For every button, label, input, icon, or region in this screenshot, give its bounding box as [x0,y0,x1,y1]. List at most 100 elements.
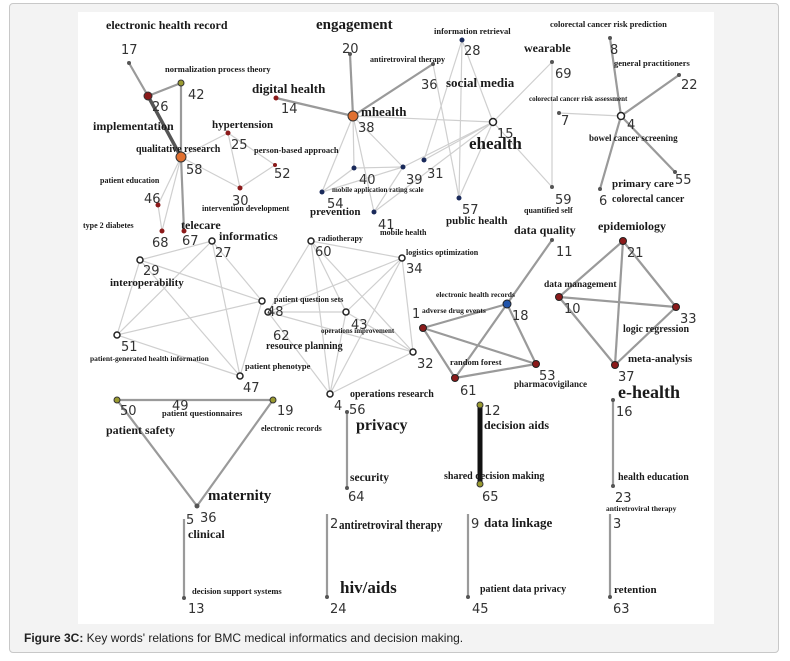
label-qualitative-research: qualitative research [136,144,221,155]
num-40: 40 [359,173,376,188]
num-67: 67 [182,234,199,249]
num-62: 62 [273,329,290,344]
num-27: 27 [215,246,232,261]
num-32: 32 [417,357,434,372]
num-23: 23 [615,491,632,506]
label-informatics: informatics [219,229,278,243]
num-12: 12 [484,404,501,419]
label-e-health: e-health [618,382,680,402]
edge [147,81,182,98]
label-hypertension: hypertension [212,119,273,131]
label-logistics-optimization: logistics optimization [406,248,479,257]
label-wearable: wearable [524,41,571,55]
node-17 [127,61,131,65]
label-data-linkage: data linkage [484,515,552,530]
num-61: 61 [460,384,477,399]
num-25: 25 [231,138,248,153]
num-59: 59 [555,193,572,208]
node-21 [619,237,627,245]
num-51: 51 [121,340,138,355]
node-65 [476,480,484,488]
label-antiretroviral-therapy-top: antiretroviral therapy [370,55,445,64]
num-60: 60 [315,245,332,260]
label-colorectal-cancer: colorectal cancer [612,194,685,205]
label-maternity: maternity [208,488,272,504]
edge [227,132,241,189]
node-22 [677,73,681,77]
label-implementation: implementation [93,119,174,133]
edge [492,121,553,188]
edge [558,240,624,298]
edge [620,74,680,117]
edge [373,166,404,213]
network-panel: 17 26 42 58 46 68 67 25 52 30 20 14 38 3… [78,12,714,624]
label-engagement: engagement [316,17,393,33]
num-64: 64 [348,490,365,505]
label-hiv-aids: hiv/aids [340,578,397,597]
edge [348,53,355,117]
node-59 [550,185,554,189]
edge [211,240,241,377]
label-ehealth: ehealth [469,134,522,153]
node-14 [273,95,279,101]
edge [157,156,182,206]
label-mobile-app-rating: mobile application rating scale [332,186,424,194]
edge [454,362,537,380]
num-57: 57 [462,203,479,218]
num-36: 36 [200,511,217,526]
label-electronic-records: electronic records [261,424,322,433]
num-31: 31 [427,167,444,182]
label-data-quality: data quality [514,223,576,237]
edge [558,296,616,366]
num-16: 16 [616,405,633,420]
node-58 [175,151,187,163]
edge [622,240,677,308]
num-46: 46 [144,192,161,207]
label-decision-aids: decision aids [484,418,549,432]
edge [352,63,434,117]
node-26 [143,91,153,101]
edge [310,240,331,395]
node-33 [672,303,680,311]
num-36-top: 36 [421,78,438,93]
label-retention: retention [614,584,657,596]
label-bowel-cancer-screening: bowel cancer screening [589,133,678,143]
node-36 [194,503,200,509]
edge [352,115,494,123]
num-10: 10 [564,302,581,317]
edge [423,39,463,161]
num-47: 47 [243,381,260,396]
edge [239,164,276,189]
node-44 [326,390,334,398]
node-60 [307,237,315,245]
label-public-health: public health [446,215,507,227]
node-18 [502,299,512,309]
label-random-forest: random forest [450,357,502,367]
node-10 [555,293,563,301]
label-person-based: person-based approach [254,145,339,155]
num-2: 2 [330,517,338,532]
node-48 [258,297,266,305]
edge [558,112,622,117]
edge [608,37,623,117]
label-patient-data-privacy: patient data privacy [480,584,566,595]
node-41 [371,209,377,215]
keyword-labels: electronic health record normalization p… [83,17,693,597]
edge [180,132,229,158]
edge [227,132,276,166]
label-prevention: prevention [310,206,361,218]
num-29: 29 [143,264,160,279]
label-meta-analysis: meta-analysis [628,353,693,365]
node-53 [532,360,540,368]
edge [373,121,494,213]
label-data-management: data management [544,280,617,290]
edge [345,311,414,353]
edge [422,302,508,330]
edge [128,62,149,97]
node-4 [616,111,626,121]
edge [422,326,537,366]
node-62 [264,308,272,316]
num-48: 48 [267,305,284,320]
node-16 [611,398,615,402]
edge [461,39,494,123]
